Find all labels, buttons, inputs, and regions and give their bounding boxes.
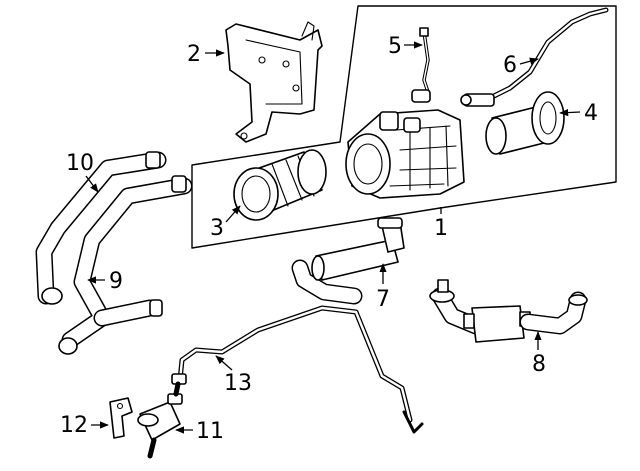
callout-7: 7 (376, 287, 390, 312)
mounting-bracket (225, 21, 323, 143)
callout-6: 6 (503, 53, 517, 78)
muffler-7 (291, 217, 405, 305)
callout-9: 9 (109, 269, 123, 294)
exhaust-8 (429, 279, 588, 343)
sensor-5 (411, 27, 431, 103)
callout-5: 5 (388, 34, 402, 59)
heater-assembly-frame (191, 5, 617, 249)
heater-unit (345, 109, 465, 199)
end-cap-4 (485, 91, 565, 155)
callout-8: 8 (532, 352, 546, 377)
coolant-hose-10 (35, 151, 167, 305)
callout-12: 12 (60, 413, 88, 438)
coolant-hose-9 (58, 175, 193, 355)
callout-3: 3 (210, 216, 224, 241)
callout-2: 2 (187, 42, 201, 67)
callout-1: 1 (434, 216, 448, 241)
leader-lines (85, 41, 581, 434)
callout-4: 4 (584, 101, 598, 126)
callout-10: 10 (66, 151, 94, 176)
callout-11: 11 (196, 419, 224, 444)
sensor-6 (460, 7, 609, 107)
fuel-line-13 (171, 305, 424, 434)
callout-13: 13 (224, 371, 252, 396)
clip-12 (109, 397, 133, 439)
fuel-pump-11 (137, 381, 183, 459)
combustion-tube-3 (233, 149, 327, 221)
